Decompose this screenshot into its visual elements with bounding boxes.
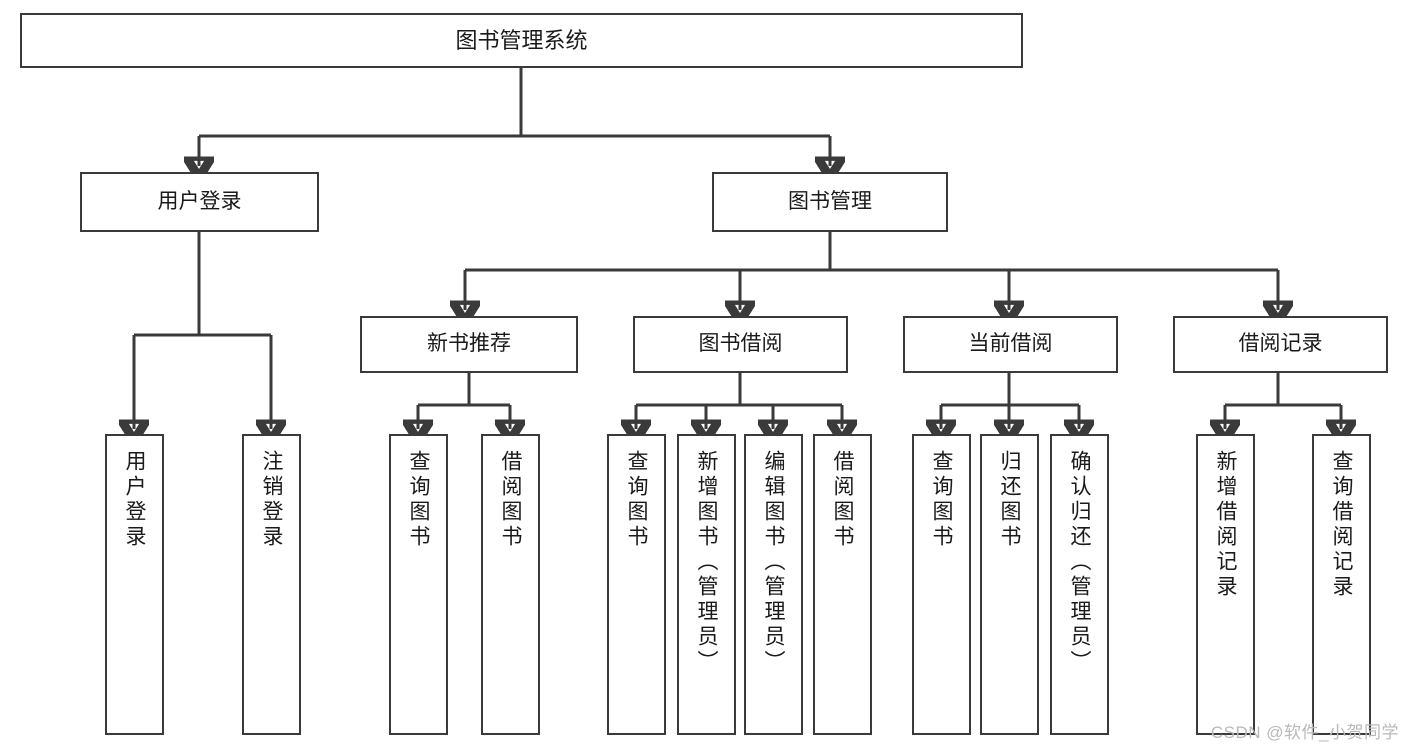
node-label: 借阅图书 bbox=[831, 450, 854, 550]
node-label: 编辑图书（管理员） bbox=[762, 450, 785, 675]
node-current-borrow[interactable]: 当前借阅 bbox=[903, 316, 1118, 373]
leaf-new-book-borrow-book[interactable]: 借阅图书 bbox=[481, 434, 540, 735]
node-label: 用户登录 bbox=[123, 450, 146, 550]
node-label: 当前借阅 bbox=[968, 332, 1053, 356]
node-label: 新增借阅记录 bbox=[1214, 450, 1237, 600]
node-label: 图书借阅 bbox=[698, 332, 783, 356]
node-label: 图书管理 bbox=[788, 189, 872, 213]
leaf-borrow-record-query-record[interactable]: 查询借阅记录 bbox=[1312, 434, 1371, 735]
node-user-login[interactable]: 用户登录 bbox=[80, 172, 319, 232]
node-borrow-record[interactable]: 借阅记录 bbox=[1173, 316, 1388, 373]
node-label: 用户登录 bbox=[157, 189, 242, 213]
leaf-current-borrow-query-book[interactable]: 查询图书 bbox=[912, 434, 971, 735]
leaf-book-borrow-borrow-book[interactable]: 借阅图书 bbox=[813, 434, 872, 735]
node-label: 图书管理系统 bbox=[455, 27, 588, 53]
leaf-book-borrow-add-book-admin[interactable]: 新增图书（管理员） bbox=[677, 434, 736, 735]
node-label: 注销登录 bbox=[260, 450, 283, 550]
node-book-borrow[interactable]: 图书借阅 bbox=[633, 316, 848, 373]
node-label: 查询图书 bbox=[930, 450, 953, 550]
leaf-borrow-record-add-record[interactable]: 新增借阅记录 bbox=[1196, 434, 1255, 735]
watermark: CSDN @软件_小贺同学 bbox=[1210, 723, 1399, 742]
node-library-management-system[interactable]: 图书管理系统 bbox=[20, 13, 1023, 68]
node-label: 归还图书 bbox=[998, 450, 1021, 550]
leaf-user-login-login[interactable]: 用户登录 bbox=[105, 434, 164, 735]
node-label: 新书推荐 bbox=[427, 332, 511, 356]
node-label: 借阅记录 bbox=[1238, 332, 1323, 356]
leaf-new-book-query-book[interactable]: 查询图书 bbox=[389, 434, 448, 735]
leaf-book-borrow-edit-book-admin[interactable]: 编辑图书（管理员） bbox=[744, 434, 803, 735]
node-new-book-recommend[interactable]: 新书推荐 bbox=[360, 316, 578, 373]
leaf-user-login-logout[interactable]: 注销登录 bbox=[242, 434, 301, 735]
node-label: 查询借阅记录 bbox=[1330, 450, 1353, 600]
leaf-current-borrow-confirm-return-admin[interactable]: 确认归还（管理员） bbox=[1050, 434, 1109, 735]
node-book-management[interactable]: 图书管理 bbox=[712, 172, 948, 232]
leaf-book-borrow-query-book[interactable]: 查询图书 bbox=[607, 434, 666, 735]
node-label: 借阅图书 bbox=[499, 450, 522, 550]
node-label: 查询图书 bbox=[625, 450, 648, 550]
node-label: 新增图书（管理员） bbox=[695, 450, 718, 675]
node-label: 确认归还（管理员） bbox=[1068, 450, 1091, 675]
node-label: 查询图书 bbox=[407, 450, 430, 550]
leaf-current-borrow-return-book[interactable]: 归还图书 bbox=[980, 434, 1039, 735]
